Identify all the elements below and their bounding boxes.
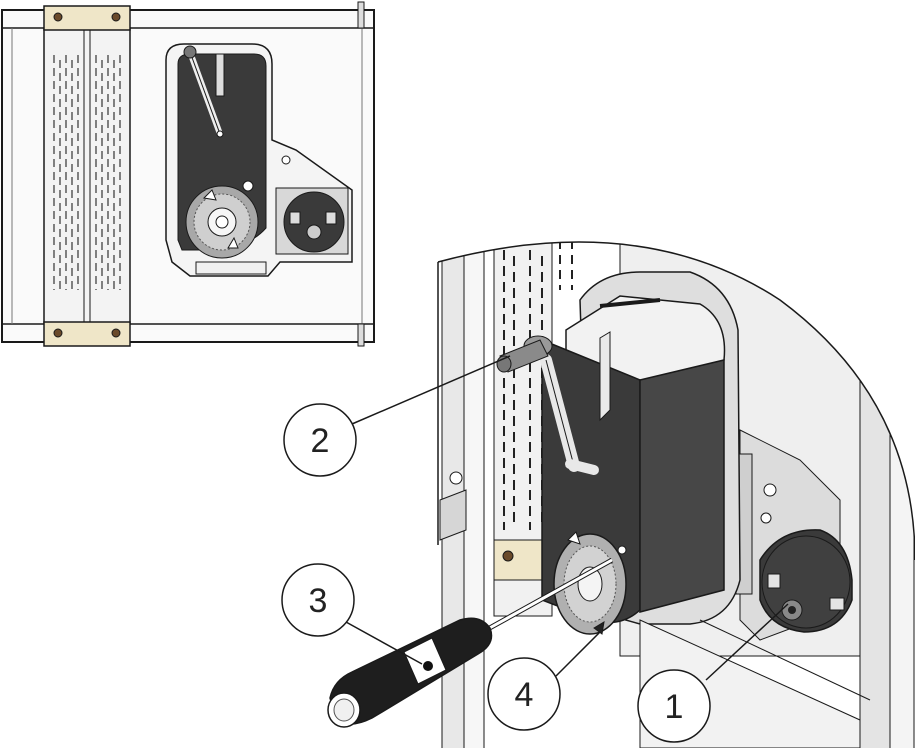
callout-label: 4 [515,676,534,714]
leader-1 [705,603,789,681]
callout-leaders [345,355,789,681]
lever-icon [183,45,224,138]
detail-connector-icon [759,529,853,633]
detail-dial-icon [553,531,627,635]
connector-icon [275,187,349,255]
detail-louver-slots [503,242,573,530]
leader-3 [345,621,423,665]
detail-bracket [493,539,547,581]
louver-slots [53,55,121,290]
detail-crop-outline [437,241,915,561]
callout-label: 3 [309,582,328,620]
callout-2: 2 [283,403,357,477]
callout-circle [281,563,355,637]
callout-4: 4 [487,657,561,731]
callout-circle [637,669,711,743]
detail-lever-icon [496,335,599,475]
overview-drawing [1,1,375,347]
screwdriver-icon [327,557,614,728]
dial-icon [185,185,259,259]
detail-view [438,242,915,748]
louver-panel [43,27,131,325]
leader-4 [555,631,601,677]
callout-circle [487,657,561,731]
callout-label: 2 [311,422,330,460]
callout-label: 1 [665,688,684,726]
callout-circle [283,403,357,477]
leader-2 [351,355,511,425]
callout-3: 3 [281,563,355,637]
callout-1: 1 [637,669,711,743]
